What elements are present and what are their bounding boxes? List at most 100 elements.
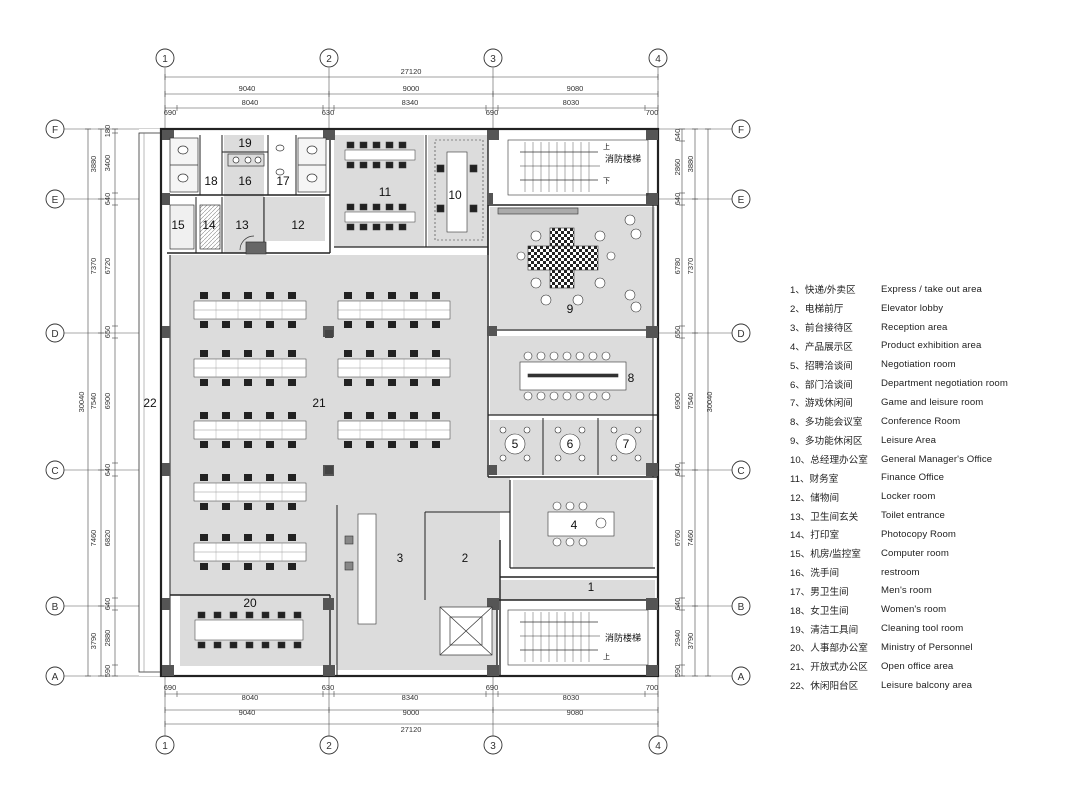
room-number-12: 12	[291, 218, 305, 232]
dim-left-outer: 3790	[89, 633, 98, 650]
chair	[244, 321, 252, 328]
reception-furniture	[344, 513, 377, 625]
dim-left-inner: 650	[103, 326, 112, 339]
grid-col-label: 3	[490, 54, 496, 65]
bottom-stair-text: 消防楼梯 上	[603, 632, 641, 661]
legend-item-english: Computer room	[881, 547, 949, 559]
grid-col-label: 3	[490, 741, 496, 752]
grid-row-label: A	[52, 672, 59, 683]
chair	[222, 474, 230, 481]
legend-item-chinese: 1、快递/外卖区	[790, 285, 856, 297]
grid-row-label: B	[738, 602, 745, 613]
room-number-11: 11	[379, 185, 392, 199]
legend-item-english: Photocopy Room	[881, 528, 956, 540]
room-number-22: 22	[143, 396, 157, 410]
room-number-9: 9	[567, 302, 574, 316]
chair	[222, 412, 230, 419]
legend-item-chinese: 6、部门洽谈间	[790, 379, 853, 391]
dim-left-inner: 640	[103, 598, 112, 611]
room-number-3: 3	[397, 553, 403, 565]
chair	[288, 534, 296, 541]
right-dimension-lines	[679, 128, 711, 677]
chair	[432, 350, 440, 357]
grid-row-label: B	[52, 602, 59, 613]
dim-right-inner: 640	[673, 464, 682, 477]
chair	[244, 474, 252, 481]
dim-left-total: 30040	[77, 392, 86, 413]
dim-bottom-total: 27120	[401, 725, 422, 734]
chair	[222, 379, 230, 386]
legend-item-english: Leisure Area	[881, 434, 937, 446]
dim-left-inner: 640	[103, 193, 112, 206]
chair	[200, 412, 208, 419]
chair	[244, 534, 252, 541]
legend-item-chinese: 21、开放式办公区	[790, 662, 868, 674]
room-number-6: 6	[567, 437, 574, 451]
grid-row-label: E	[738, 195, 745, 206]
legend-item-english: Department negotiation room	[881, 378, 1008, 390]
legend-item-chinese: 16、洗手间	[790, 568, 840, 580]
chair	[244, 292, 252, 299]
room-number-16: 16	[238, 174, 252, 188]
chair	[200, 321, 208, 328]
dim-top-total: 27120	[401, 67, 422, 76]
room-number-2: 2	[462, 553, 468, 565]
legend-item-chinese: 14、打印室	[790, 530, 840, 542]
grid-col-label: 2	[326, 54, 332, 65]
chair	[388, 379, 396, 386]
dim-top-inner: 690	[164, 108, 177, 117]
room-number-20: 20	[243, 596, 257, 610]
dim-left-outer: 7540	[89, 393, 98, 410]
chair	[410, 292, 418, 299]
chair	[266, 534, 274, 541]
legend-item-chinese: 15、机房/监控室	[790, 549, 861, 561]
dim-top-bay: 9080	[567, 84, 584, 93]
grid-row-label: F	[738, 125, 744, 136]
legend-item-english: Express / take out area	[881, 283, 982, 295]
chair	[222, 563, 230, 570]
open-office-markers	[325, 330, 333, 474]
dim-right-inner: 640	[673, 193, 682, 206]
grid-col-label: 4	[655, 741, 661, 752]
chair	[288, 379, 296, 386]
left-dimension-text: 3880 7370 7540 7460 3790 30040 180 3400 …	[77, 125, 112, 678]
chair	[344, 292, 352, 299]
legend-item-english: Women's room	[881, 604, 947, 616]
legend-item-english: Negotiation room	[881, 359, 956, 371]
chair	[266, 563, 274, 570]
grid-row-label: C	[51, 466, 58, 477]
hr-office-desks	[194, 611, 304, 649]
chair	[266, 441, 274, 448]
grid-bubbles	[45, 48, 751, 755]
dim-right-inner: 2860	[673, 159, 682, 176]
room-number-17: 17	[276, 174, 290, 188]
open-office-desks	[193, 292, 451, 570]
grid-row-label: A	[738, 672, 745, 683]
chair	[388, 321, 396, 328]
chair	[410, 321, 418, 328]
top-stair-up: 上	[603, 142, 610, 151]
dim-left-inner: 2880	[103, 630, 112, 647]
negotiation-room-furniture	[499, 426, 642, 462]
top-stair-label: 消防楼梯	[605, 153, 641, 164]
dim-top-bay: 9000	[403, 84, 420, 93]
legend-item-english: Conference Room	[881, 415, 961, 427]
chair	[200, 441, 208, 448]
dim-right-inner: 6780	[673, 258, 682, 275]
legend-item-chinese: 22、休闲阳台区	[790, 681, 859, 693]
dim-bottom-bay: 9000	[403, 708, 420, 717]
chair	[200, 474, 208, 481]
legend-item-english: Ministry of Personnel	[881, 641, 973, 653]
dim-left-inner: 590	[103, 665, 112, 678]
chair	[432, 321, 440, 328]
room-number-13: 13	[235, 218, 249, 232]
chair	[200, 563, 208, 570]
